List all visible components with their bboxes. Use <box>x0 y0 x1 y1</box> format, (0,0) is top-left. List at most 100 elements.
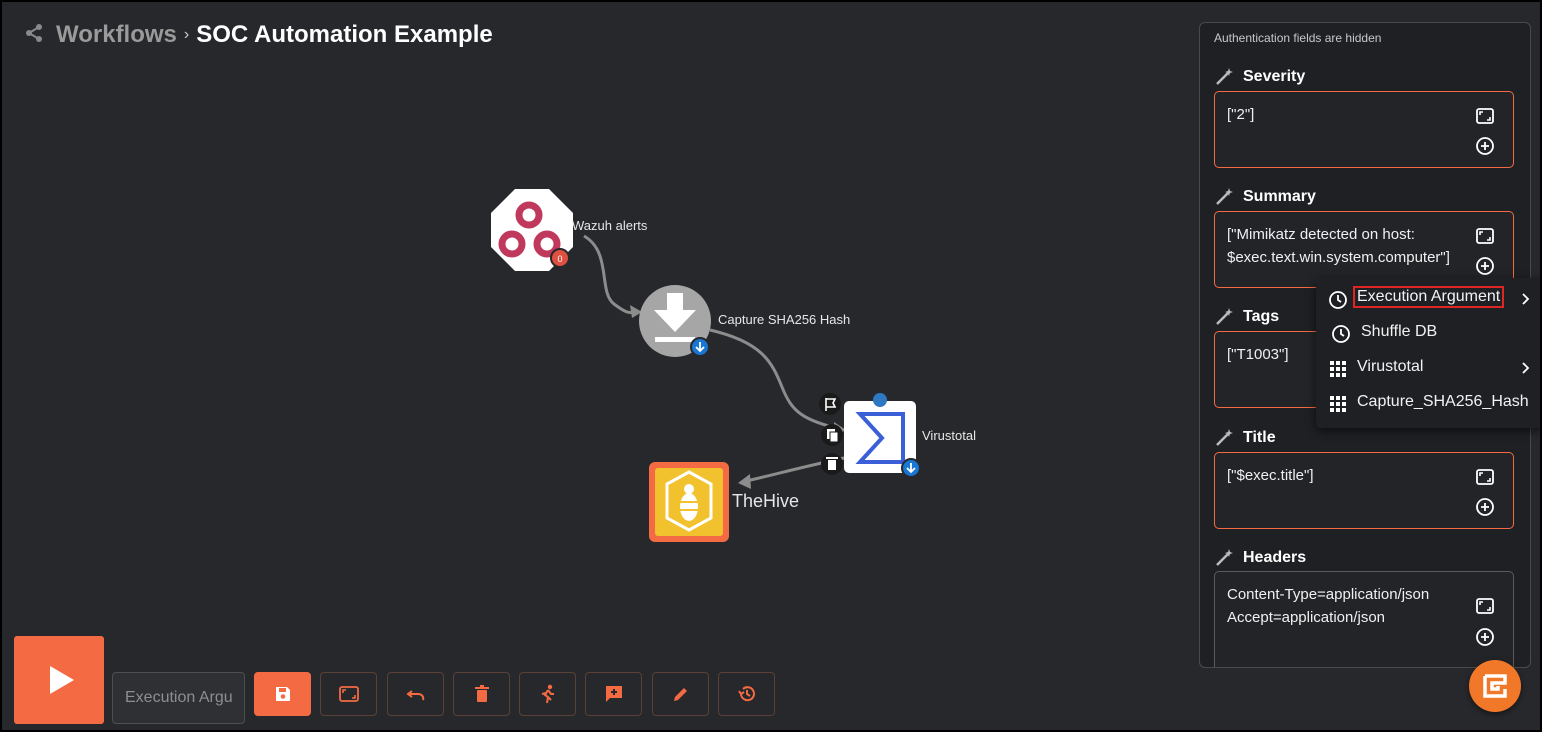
add-comment-icon <box>605 686 622 702</box>
menu-item-label: Capture_SHA256_Hash <box>1357 393 1529 410</box>
save-icon <box>275 687 290 701</box>
magic-wand-icon <box>1216 308 1233 325</box>
menu-item-shuffle-db[interactable]: Shuffle DB <box>1316 316 1540 350</box>
undo-icon <box>405 690 424 701</box>
breadcrumb: Workflows › SOC Automation Example <box>24 20 493 50</box>
node-delete-button[interactable] <box>821 453 843 475</box>
menu-item-execution-argument[interactable]: Execution Argument <box>1316 282 1540 316</box>
auth-hidden-note: Authentication fields are hidden <box>1214 31 1382 45</box>
field-label-tags: Tags <box>1214 307 1279 327</box>
node-label: Virustotal <box>922 428 976 443</box>
field-value-line: ["$exec.title"] <box>1227 467 1314 484</box>
add-circle-icon[interactable] <box>1475 627 1495 647</box>
expand-icon[interactable] <box>1475 106 1495 126</box>
expand-icon[interactable] <box>1475 596 1495 616</box>
menu-item-virustotal[interactable]: Virustotal <box>1316 351 1540 385</box>
play-icon <box>50 666 74 694</box>
history-icon <box>737 686 755 702</box>
node-virustotal[interactable]: Virustotal <box>819 393 976 478</box>
clock-icon <box>1329 291 1347 309</box>
workflow-canvas[interactable]: 0 Wazuh alerts Capture SHA256 Hash Virus… <box>2 2 1192 622</box>
clock-icon <box>1332 325 1350 343</box>
field-label-text: Severity <box>1243 68 1306 85</box>
node-label: Wazuh alerts <box>572 218 648 233</box>
share-icon[interactable] <box>24 23 44 48</box>
field-value-line: ["T1003"] <box>1227 346 1289 363</box>
severity-field[interactable]: ["2"] <box>1214 91 1514 168</box>
field-value-line: ["Mimikatz detected on host: <box>1227 226 1415 243</box>
shuffle-logo-icon <box>1483 674 1507 698</box>
field-label-text: Tags <box>1243 308 1280 325</box>
add-circle-icon[interactable] <box>1475 136 1495 156</box>
webhook-icon <box>498 201 561 258</box>
node-label: Capture SHA256 Hash <box>718 312 850 327</box>
flag-icon <box>825 398 837 411</box>
edge-wazuh-capture[interactable] <box>583 234 641 315</box>
magic-wand-icon <box>1216 549 1233 566</box>
edge-arrowhead <box>630 305 642 318</box>
edit-icon <box>673 688 687 701</box>
page-title: SOC Automation Example <box>196 21 493 48</box>
node-label: TheHive <box>732 491 799 511</box>
menu-item-capture-sha256-hash[interactable]: Capture_SHA256_Hash <box>1316 386 1540 420</box>
run-workflow-button[interactable] <box>14 636 104 724</box>
trash-icon <box>826 457 838 470</box>
delete-button[interactable] <box>453 672 510 716</box>
headers-field[interactable]: Content-Type=application/json Accept=app… <box>1214 571 1514 667</box>
summary-field[interactable]: ["Mimikatz detected on host: $exec.text.… <box>1214 211 1514 288</box>
chevron-right-icon <box>1522 362 1530 374</box>
breadcrumb-workflows-link[interactable]: Workflows <box>56 21 177 48</box>
menu-item-label: Execution Argument <box>1352 286 1505 308</box>
node-badge <box>550 248 570 268</box>
node-thehive[interactable]: TheHive <box>649 462 799 542</box>
add-circle-icon[interactable] <box>1475 256 1495 276</box>
breadcrumb-separator: › <box>183 26 190 43</box>
history-button[interactable] <box>718 672 775 716</box>
grid-icon <box>1330 396 1346 412</box>
magic-wand-icon <box>1216 188 1233 205</box>
field-label-text: Title <box>1243 429 1276 446</box>
node-wazuh-alerts[interactable]: 0 Wazuh alerts <box>491 189 648 271</box>
run-as-user-button[interactable] <box>519 672 576 716</box>
field-label-title: Title <box>1214 428 1276 448</box>
title-field[interactable]: ["$exec.title"] <box>1214 452 1514 529</box>
field-value-line: Accept=application/json <box>1227 609 1386 626</box>
node-status-dot <box>873 393 887 407</box>
variable-dropdown-menu[interactable]: Execution Argument Shuffle DB Virustotal… <box>1316 278 1540 428</box>
grid-icon <box>1330 361 1346 377</box>
execution-argument-input[interactable] <box>112 672 245 724</box>
field-value-line: $exec.text.win.system.computer"] <box>1227 249 1450 266</box>
node-copy-button[interactable] <box>821 424 843 446</box>
undo-button[interactable] <box>387 672 444 716</box>
node-capture-sha256[interactable]: Capture SHA256 Hash <box>639 285 850 357</box>
field-label-severity: Severity <box>1214 67 1305 87</box>
save-button[interactable] <box>254 672 311 716</box>
shuffle-help-button[interactable] <box>1469 660 1521 712</box>
edge-arrowhead <box>738 474 751 489</box>
fullscreen-button[interactable] <box>320 672 377 716</box>
chevron-right-icon <box>1522 293 1530 305</box>
field-label-summary: Summary <box>1214 187 1316 207</box>
add-comment-button[interactable] <box>585 672 642 716</box>
field-value-line: Content-Type=application/json <box>1227 586 1430 603</box>
expand-icon[interactable] <box>1475 467 1495 487</box>
node-badge-count: 0 <box>557 254 562 264</box>
menu-item-label: Virustotal <box>1357 358 1424 375</box>
field-label-text: Headers <box>1243 549 1307 566</box>
edit-button[interactable] <box>652 672 709 716</box>
hive-bee-icon <box>665 470 713 532</box>
field-label-headers: Headers <box>1214 548 1306 568</box>
node-flag-button[interactable] <box>819 393 841 415</box>
edge-capture-virustotal[interactable] <box>709 328 845 432</box>
expand-icon[interactable] <box>1475 226 1495 246</box>
delete-icon <box>474 685 489 702</box>
field-label-text: Summary <box>1243 188 1316 205</box>
copy-icon <box>827 429 839 443</box>
virustotal-sigma-icon <box>855 412 905 464</box>
download-icon <box>654 293 696 342</box>
run-user-icon <box>541 684 554 704</box>
field-value-line: ["2"] <box>1227 106 1255 123</box>
add-circle-icon[interactable] <box>1475 497 1495 517</box>
fullscreen-icon <box>338 686 359 702</box>
